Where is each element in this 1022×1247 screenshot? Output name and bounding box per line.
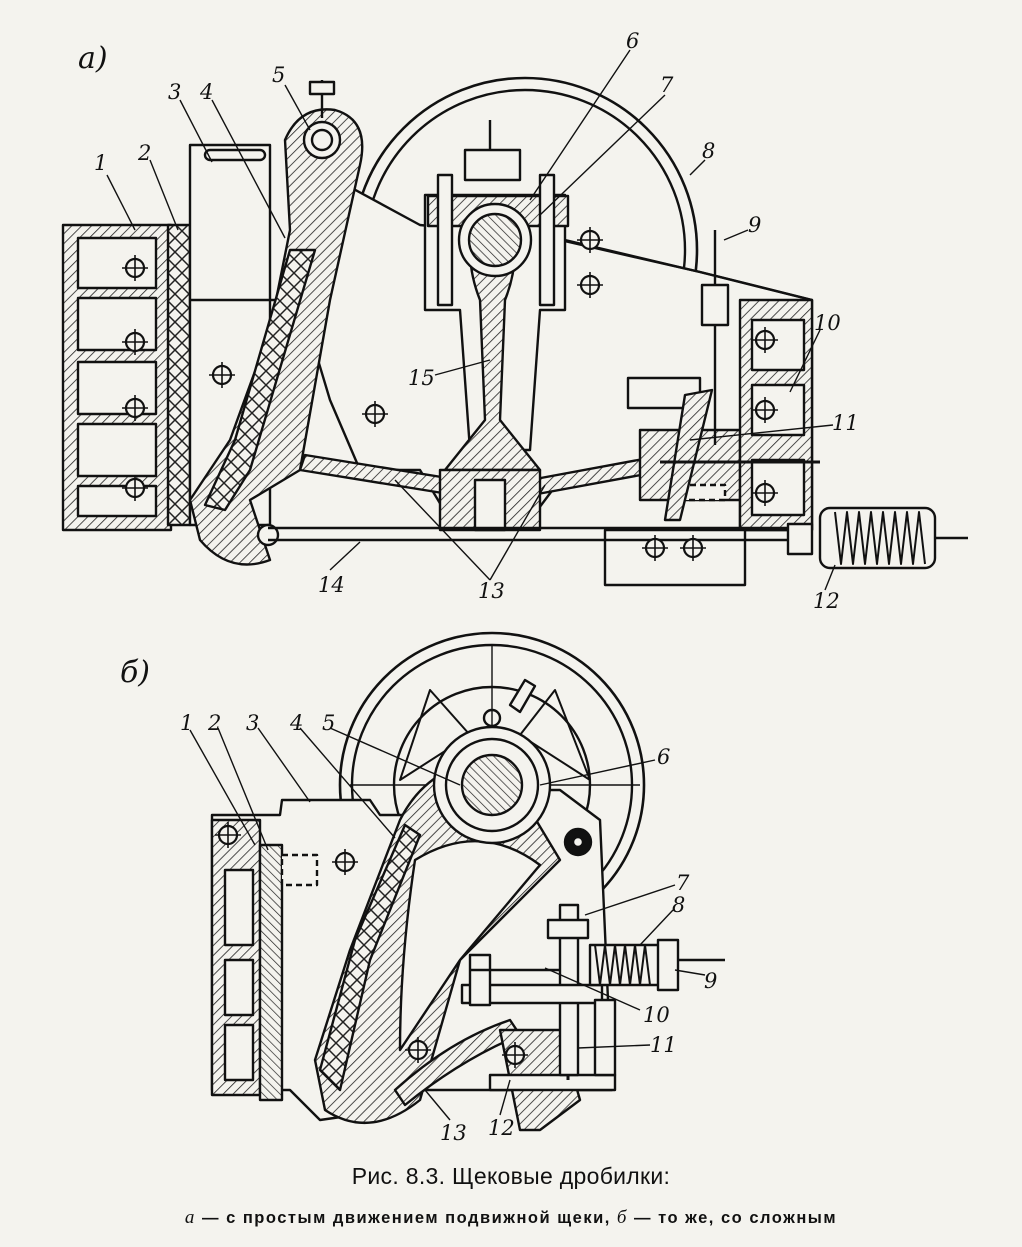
labels-panel-a: а) 1 2 3 4 5 6 7 8 9 10 11 12 13 14 15 <box>78 29 859 613</box>
label-a-10: 10 <box>814 311 841 335</box>
label-b-5: 5 <box>322 711 335 735</box>
label-b-7: 7 <box>676 871 690 895</box>
panel-a-drawing <box>61 49 968 591</box>
labels-panel-b: б) 1 2 3 4 5 6 7 8 9 10 11 12 13 <box>120 655 717 1145</box>
rear-adjust-a <box>603 230 820 587</box>
panel-b-label: б) <box>120 655 150 690</box>
movable-jaw-a <box>188 80 364 566</box>
leaders-a <box>106 49 836 591</box>
label-a-7: 7 <box>660 73 674 97</box>
pitman-a <box>423 120 570 472</box>
label-a-5: 5 <box>272 63 285 87</box>
label-b-4: 4 <box>289 711 303 735</box>
label-a-8: 8 <box>702 139 715 163</box>
label-b-9: 9 <box>704 969 717 993</box>
label-a-3: 3 <box>168 80 181 104</box>
label-a-9: 9 <box>748 213 761 237</box>
label-a-1: 1 <box>94 151 107 175</box>
label-b-11: 11 <box>650 1033 677 1057</box>
figure-caption-legend: а — с простым движением подвижной щеки, … <box>0 1207 1022 1229</box>
fixed-jaw-b <box>210 818 319 1102</box>
label-a-6: 6 <box>626 29 639 53</box>
caption-a-letter: а <box>184 1207 196 1228</box>
panel-a-label: а) <box>78 41 108 76</box>
tension-rod-a <box>268 506 968 570</box>
label-b-12: 12 <box>488 1116 515 1140</box>
label-b-3: 3 <box>246 711 259 735</box>
movable-jaw-b <box>313 725 593 1125</box>
label-a-2: 2 <box>137 141 151 165</box>
label-a-13: 13 <box>478 579 505 603</box>
caption-b-letter: б <box>616 1207 628 1228</box>
toggle-plates-a <box>298 453 670 532</box>
label-b-2: 2 <box>207 711 221 735</box>
leaders-b <box>189 727 706 1121</box>
caption-a-text: — с простым движением подвижной щеки, <box>195 1209 617 1227</box>
label-a-11: 11 <box>832 411 859 435</box>
panel-b-drawing <box>189 631 725 1132</box>
label-b-8: 8 <box>672 893 685 917</box>
label-a-4: 4 <box>199 80 213 104</box>
label-b-10: 10 <box>643 1003 670 1027</box>
label-a-15: 15 <box>408 366 435 390</box>
label-b-1: 1 <box>180 711 193 735</box>
label-b-6: 6 <box>657 745 670 769</box>
label-a-14: 14 <box>318 573 345 597</box>
figure-caption-title: Рис. 8.3. Щековые дробилки: <box>351 1163 671 1189</box>
caption-b-text: — то же, со сложным <box>627 1209 838 1227</box>
label-b-13: 13 <box>440 1121 467 1145</box>
label-a-12: 12 <box>813 589 840 613</box>
